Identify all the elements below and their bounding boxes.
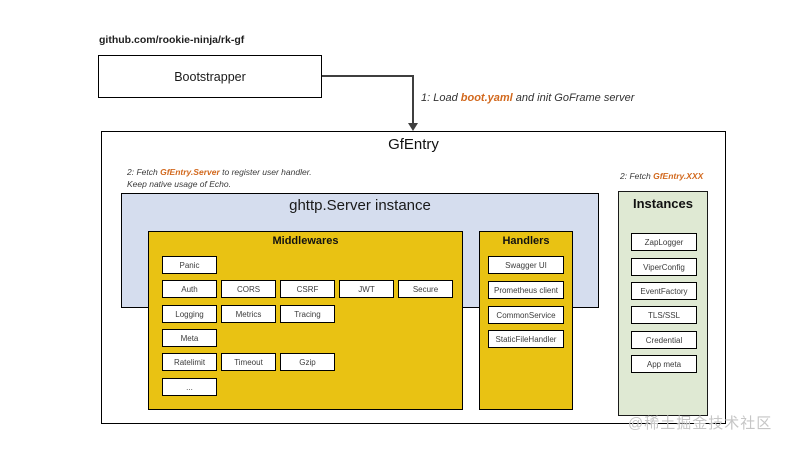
bootstrapper-label: Bootstrapper [174,69,246,84]
bootstrapper-box: Bootstrapper [98,55,322,98]
instance-chip-zaplogger: ZapLogger [631,233,697,251]
middleware-chip-meta: Meta [162,329,217,347]
step2-server-suffix: to register user handler. [219,167,312,177]
server-instance-title: ghttp.Server instance [289,197,431,214]
repo-label: github.com/rookie-ninja/rk-gf [99,34,245,46]
middleware-chip-cors: CORS [221,280,276,298]
flow-arrow-head-icon [408,123,418,131]
watermark: @稀土掘金技术社区 [628,415,773,432]
step2-server-line2: Keep native usage of Echo. [127,179,231,189]
step2-server-annotation: 2: Fetch GfEntry.Server to register user… [127,166,312,190]
handlers-panel: Handlers Swagger UI Prometheus client Co… [479,231,573,410]
middleware-chip-auth: Auth [162,280,217,298]
handler-chip-prometheus-client: Prometheus client [488,281,564,299]
instance-chip-app-meta: App meta [631,355,697,373]
middleware-chip-csrf: CSRF [280,280,335,298]
instance-chip-tls-ssl: TLS/SSL [631,306,697,324]
middleware-chip-tracing: Tracing [280,305,335,323]
flow-arrow-vertical [412,75,414,124]
step2-xxx-annotation: 2: Fetch GfEntry.XXX [620,170,703,182]
step2-xxx-highlight: GfEntry.XXX [653,171,704,181]
middlewares-title: Middlewares [272,235,339,247]
step2-server-line1: 2: Fetch GfEntry.Server to register user… [127,166,312,178]
flow-arrow-horizontal [322,75,413,77]
middleware-chip-jwt: JWT [339,280,394,298]
instance-chip-viperconfig: ViperConfig [631,258,697,276]
middlewares-panel: Middlewares Panic Auth CORS CSRF JWT Sec… [148,231,463,410]
middleware-chip-logging: Logging [162,305,217,323]
middleware-chip-secure: Secure [398,280,453,298]
instances-title: Instances [633,196,693,211]
step1-highlight: boot.yaml [460,92,513,104]
step1-prefix: 1: Load [421,92,461,104]
handler-chip-static-file-handler: StaticFileHandler [488,330,564,348]
step2-server-prefix: 2: Fetch [127,167,161,177]
step2-server-highlight: GfEntry.Server [160,167,220,177]
instance-chip-credential: Credential [631,331,697,349]
step1-suffix: and init GoFrame server [512,92,635,104]
middleware-chip-ratelimit: Ratelimit [162,353,217,371]
middleware-chip-more: ... [162,378,217,396]
middleware-chip-metrics: Metrics [221,305,276,323]
instance-chip-eventfactory: EventFactory [631,282,697,300]
handlers-title: Handlers [502,235,550,247]
gfentry-box: GfEntry 2: Fetch GfEntry.Server to regis… [101,131,726,424]
handler-chip-common-service: CommonService [488,306,564,324]
gfentry-title: GfEntry [388,136,439,153]
instances-panel: Instances ZapLogger ViperConfig EventFac… [618,191,708,416]
handler-chip-swagger-ui: Swagger UI [488,256,564,274]
middleware-chip-panic: Panic [162,256,217,274]
step2-xxx-prefix: 2: Fetch [620,171,654,181]
middleware-chip-timeout: Timeout [221,353,276,371]
step1-annotation: 1: Load boot.yaml and init GoFrame serve… [421,92,634,104]
middleware-chip-gzip: Gzip [280,353,335,371]
